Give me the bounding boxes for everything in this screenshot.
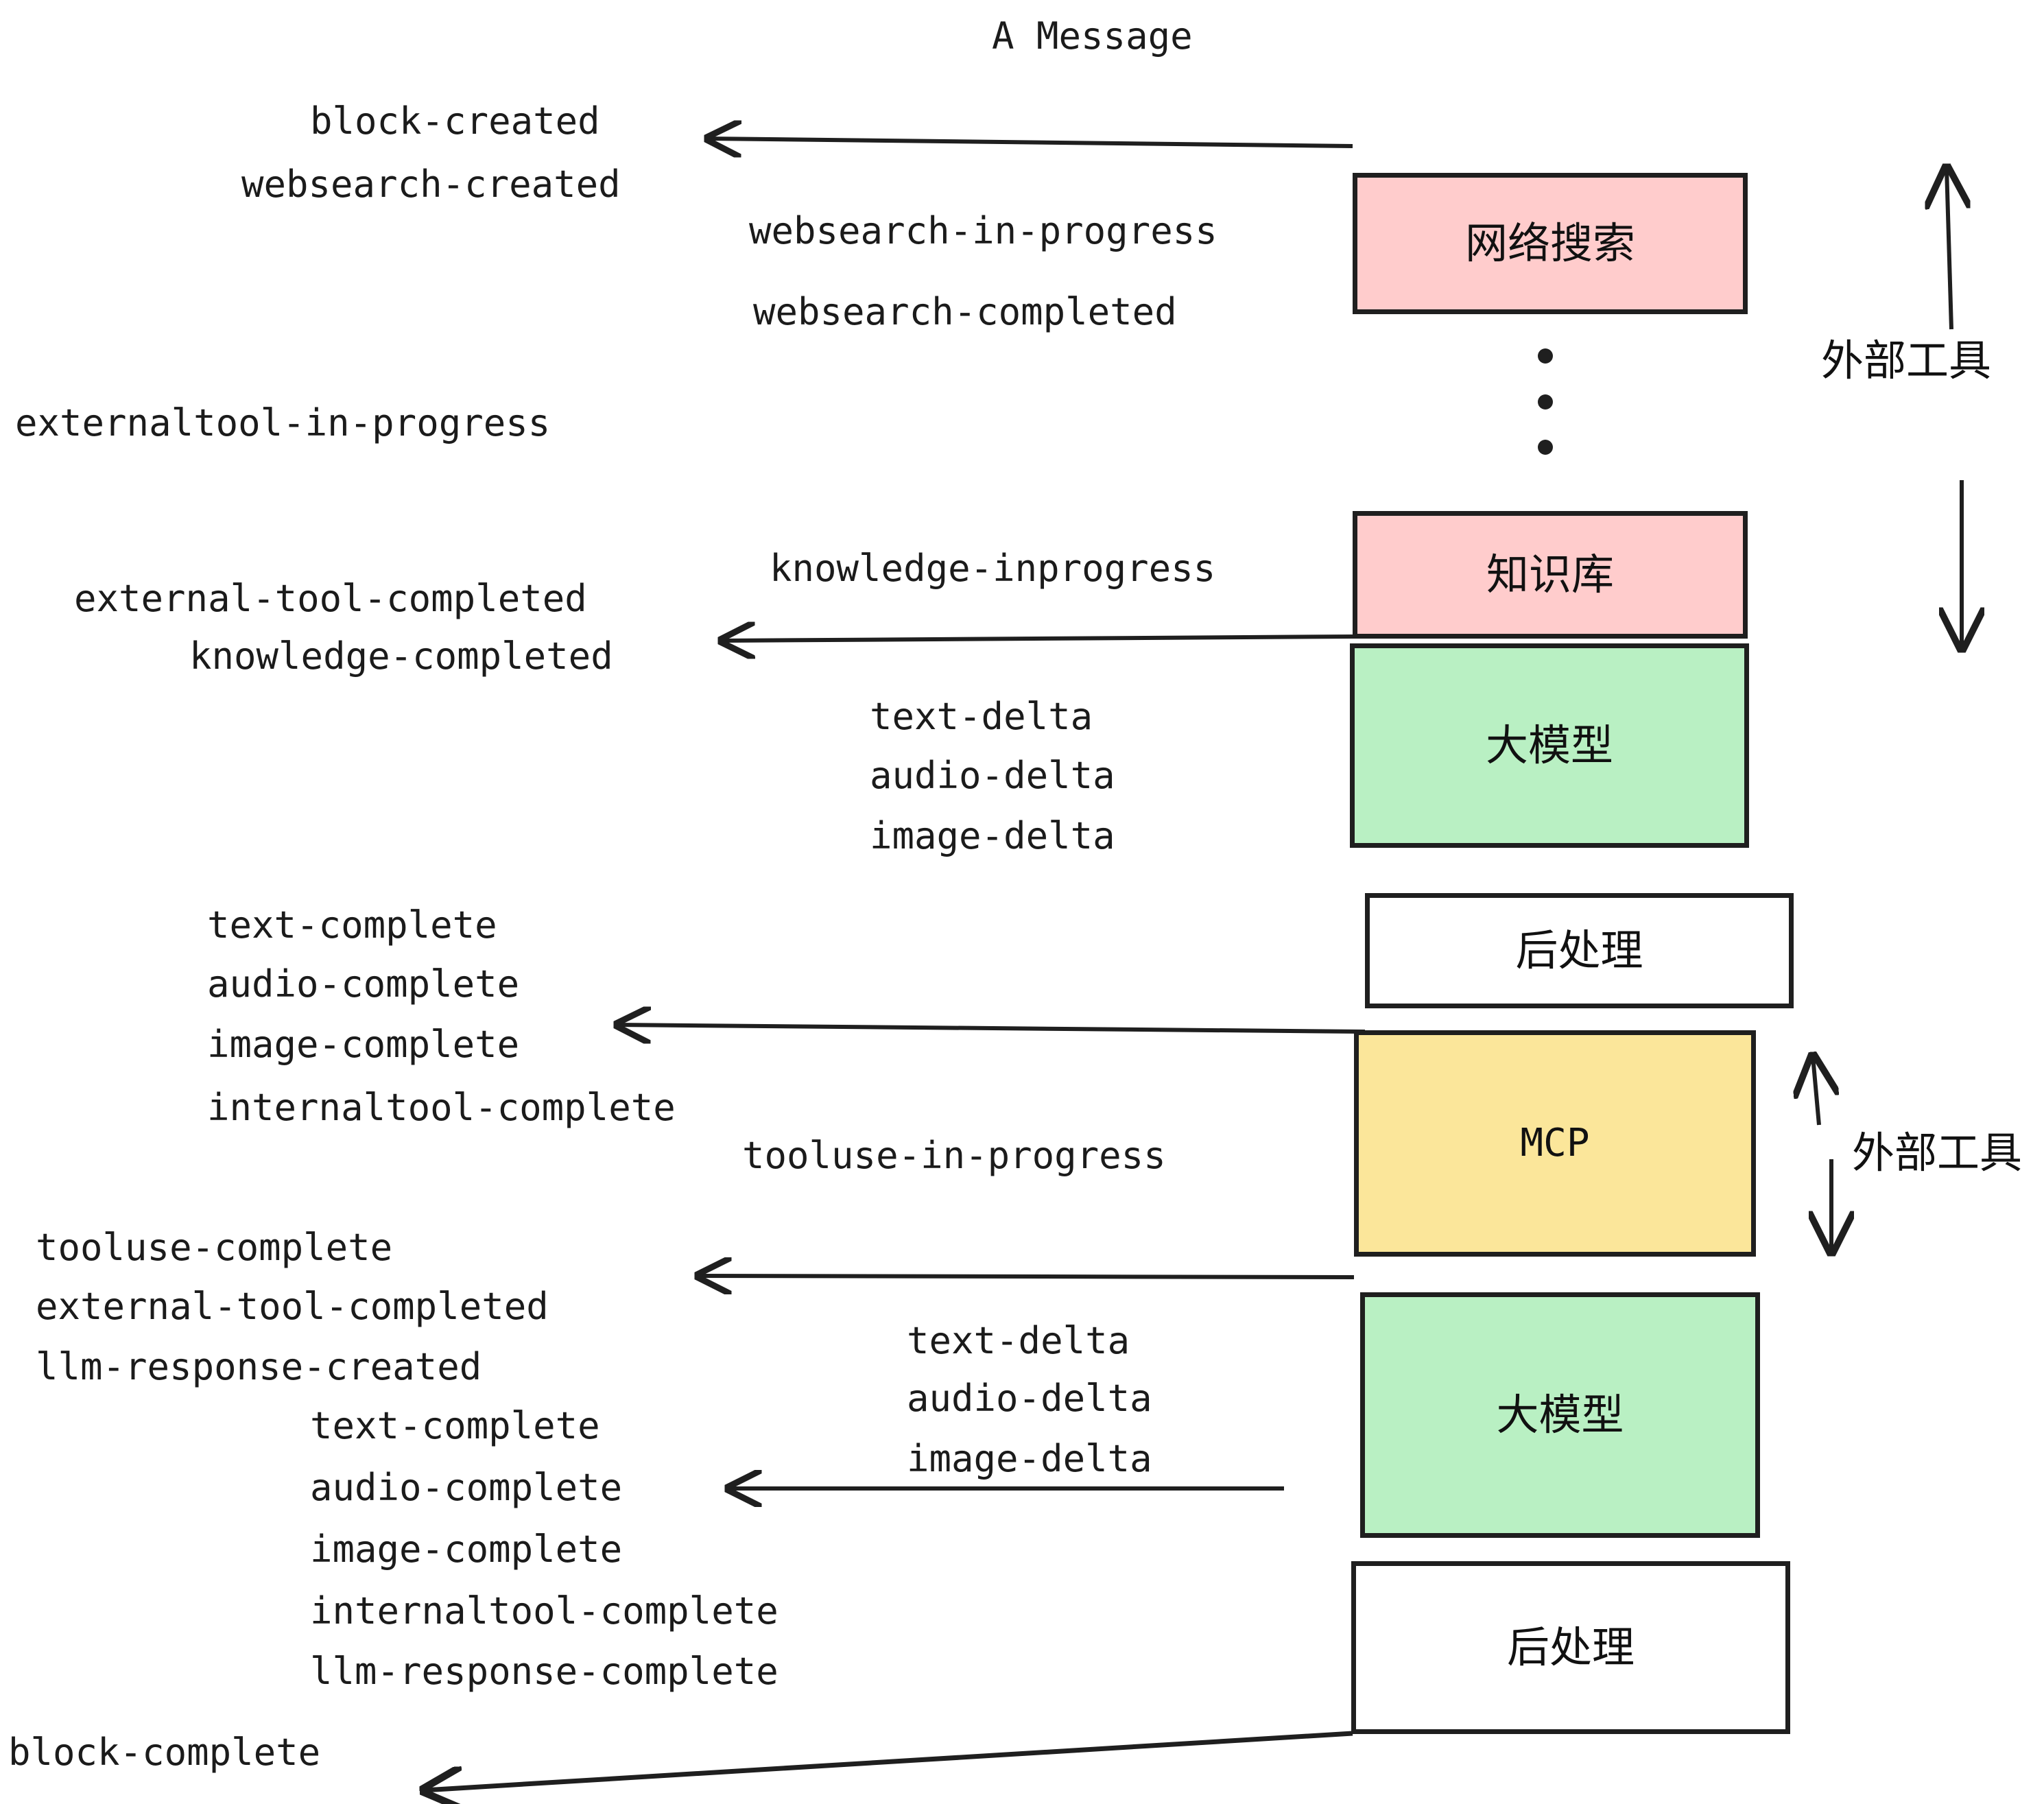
event-label-image-complete-2: image-complete	[310, 1528, 623, 1571]
event-label-websearch-completed: websearch-completed	[753, 290, 1177, 333]
arrow-postprocess-to-image-complete	[617, 1025, 1366, 1032]
node-mcp-label: MCP	[1520, 1121, 1590, 1165]
event-label-text-complete-2: text-complete	[310, 1404, 600, 1447]
arrow-mcp-to-external-tool-completed	[698, 1276, 1355, 1277]
node-llm-first-label: 大模型	[1485, 720, 1613, 770]
node-postprocess-second[interactable]: 后处理	[1351, 1561, 1790, 1734]
event-label-block-created: block-created	[310, 99, 600, 143]
event-label-internaltool-complete-2: internaltool-complete	[310, 1589, 779, 1633]
event-label-knowledge-completed: knowledge-completed	[189, 634, 613, 678]
event-label-knowledge-inprogress: knowledge-inprogress	[770, 547, 1216, 590]
event-label-external-tool-completed-2: external-tool-completed	[36, 1285, 549, 1328]
arrow-websearch-to-created	[708, 139, 1353, 146]
event-label-audio-delta-1: audio-delta	[870, 754, 1115, 797]
event-label-image-delta-2: image-delta	[907, 1437, 1152, 1480]
side-label-external-tools-top: 外部工具	[1821, 335, 1992, 385]
event-label-text-delta-1: text-delta	[870, 695, 1093, 738]
side-label-external-tools-bottom: 外部工具	[1852, 1128, 2023, 1178]
page-title: A Message	[992, 14, 1193, 58]
node-postprocess-first[interactable]: 后处理	[1365, 893, 1794, 1008]
node-websearch-label: 网络搜索	[1464, 218, 1635, 268]
event-label-audio-complete-1: audio-complete	[207, 962, 520, 1006]
node-postprocess-first-label: 后处理	[1515, 925, 1643, 975]
range-arrow-external-tools-up	[1947, 168, 1951, 330]
event-label-text-complete-1: text-complete	[207, 903, 497, 947]
event-label-text-delta-2: text-delta	[907, 1319, 1130, 1362]
event-label-externaltool-in-progress: externaltool-in-progress	[15, 401, 551, 444]
event-label-llm-response-created: llm-response-created	[36, 1345, 482, 1388]
node-llm-second[interactable]: 大模型	[1360, 1292, 1760, 1538]
event-label-audio-complete-2: audio-complete	[310, 1466, 623, 1509]
event-label-image-complete-1: image-complete	[207, 1023, 520, 1066]
vertical-ellipsis-icon	[1536, 348, 1554, 455]
node-mcp[interactable]: MCP	[1354, 1030, 1756, 1257]
node-knowledge-label: 知识库	[1486, 549, 1614, 600]
arrow-knowledge-to-completed	[722, 637, 1353, 641]
node-llm-second-label: 大模型	[1496, 1390, 1624, 1440]
event-label-audio-delta-2: audio-delta	[907, 1377, 1152, 1420]
event-label-block-complete: block-complete	[8, 1731, 321, 1774]
event-label-llm-response-complete: llm-response-complete	[310, 1650, 779, 1693]
event-label-websearch-in-progress: websearch-in-progress	[749, 209, 1217, 252]
node-knowledge[interactable]: 知识库	[1353, 511, 1748, 639]
event-label-tooluse-in-progress: tooluse-in-progress	[742, 1134, 1166, 1177]
node-llm-first[interactable]: 大模型	[1350, 643, 1749, 848]
node-websearch[interactable]: 网络搜索	[1353, 173, 1748, 314]
event-label-image-delta-1: image-delta	[870, 814, 1115, 857]
node-postprocess-second-label: 后处理	[1506, 1622, 1635, 1672]
event-label-internaltool-complete-1: internaltool-complete	[207, 1086, 676, 1129]
arrow-postprocess-to-block-complete	[424, 1731, 1353, 1790]
range-arrow-mcp-up	[1813, 1056, 1819, 1126]
event-label-websearch-created: websearch-created	[241, 163, 621, 206]
event-label-tooluse-complete: tooluse-complete	[36, 1226, 393, 1269]
event-label-external-tool-completed-1: external-tool-completed	[74, 577, 587, 620]
